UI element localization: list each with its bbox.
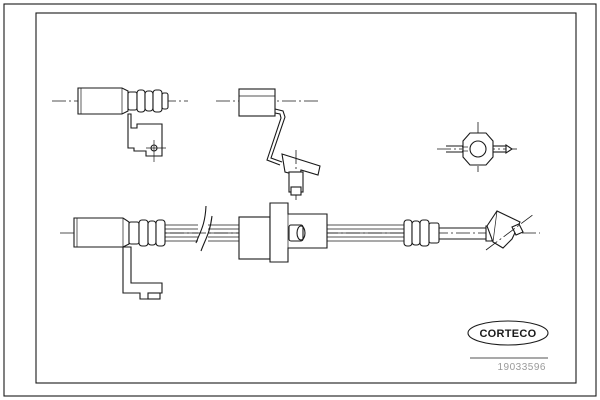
part-number: 19033596 — [498, 362, 547, 373]
main-hose-assembly — [60, 202, 540, 300]
detail-fitting-bracket-view — [52, 87, 188, 162]
detail-end-view — [437, 122, 520, 172]
inner-frame — [35, 12, 577, 384]
detail-bent-pipe-view — [216, 88, 321, 200]
corteco-logo: CORTECO — [467, 320, 549, 346]
logo-text: CORTECO — [479, 328, 536, 340]
outer-frame — [3, 3, 597, 397]
logo-oval — [467, 320, 549, 346]
